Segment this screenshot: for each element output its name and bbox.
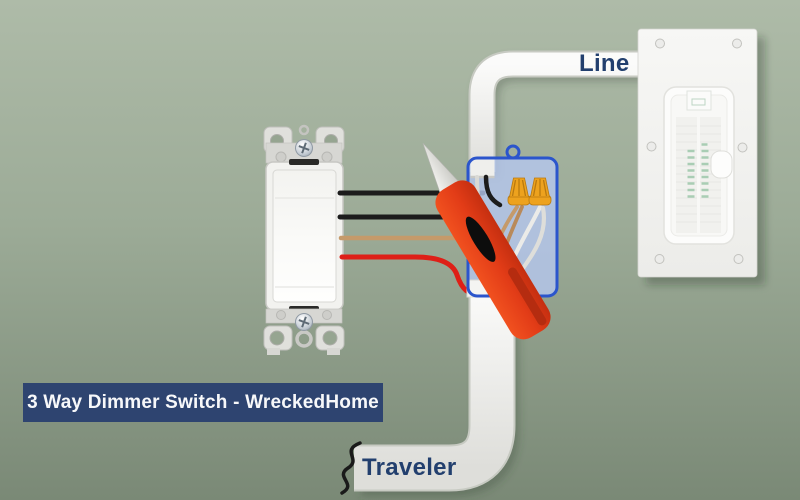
- handle-stripe: [508, 267, 547, 326]
- line-label: Line: [579, 50, 630, 77]
- screw-hole: [733, 254, 744, 264]
- breaker-column-left: [676, 117, 697, 233]
- panel-screws: [646, 38, 748, 264]
- mounting-hole: [322, 330, 338, 346]
- screw-icon: [295, 313, 313, 331]
- breaker-panel: [637, 28, 765, 285]
- traveler-label: Traveler: [362, 454, 457, 481]
- wire-nut-right: [528, 177, 552, 206]
- body-slot: [289, 159, 319, 165]
- main-breaker-label: [686, 90, 712, 111]
- rivet: [276, 310, 286, 320]
- handle-grip-oval: [465, 216, 496, 262]
- main-breaker-mark: [691, 98, 706, 106]
- rocker-switch: [263, 124, 345, 355]
- breaker-switch-marks: [687, 143, 709, 198]
- mounting-strap-bottom: [263, 308, 345, 355]
- conduit-break-icon: [340, 441, 362, 495]
- switch-paddle: [272, 169, 337, 303]
- screw-hole: [646, 141, 657, 152]
- ground-loop-icon: [295, 330, 313, 348]
- wire-nut-left: [507, 177, 531, 206]
- wire-nut-ridges: [532, 179, 548, 197]
- strap-foot: [267, 348, 280, 355]
- screw-hole: [654, 254, 665, 264]
- wire-nut-ridges: [511, 179, 527, 197]
- conduit-line: [468, 50, 642, 172]
- screw-hole: [737, 142, 748, 153]
- screw-icon: [295, 139, 313, 157]
- breaker-column-right: [700, 117, 721, 233]
- rivet: [322, 310, 332, 320]
- title-banner: 3 Way Dimmer Switch - WreckedHome: [23, 383, 383, 422]
- conduit-stub-top: [470, 158, 495, 177]
- conduit-tube: [354, 288, 514, 490]
- conduits: [354, 50, 646, 497]
- wire-red-traveler: [339, 254, 483, 298]
- screw-hole: [655, 38, 665, 49]
- strap-foot: [327, 348, 340, 355]
- rivet: [275, 151, 287, 163]
- conduit-traveler: [354, 288, 516, 492]
- mounting-strap-top: [263, 124, 345, 164]
- conduit-tube: [470, 52, 642, 172]
- keyhole-icon: [298, 124, 310, 136]
- breaker-lines-left: [676, 125, 697, 223]
- wire-black-hook: [483, 174, 503, 208]
- title-banner-text: 3 Way Dimmer Switch - WreckedHome: [27, 391, 379, 413]
- rivet: [321, 151, 333, 163]
- junction-box-tab-top: [505, 144, 521, 160]
- screw-hole: [732, 38, 742, 49]
- panel-door-handle: [710, 150, 733, 179]
- mounting-hole: [269, 330, 285, 346]
- screwdriver: [422, 143, 551, 340]
